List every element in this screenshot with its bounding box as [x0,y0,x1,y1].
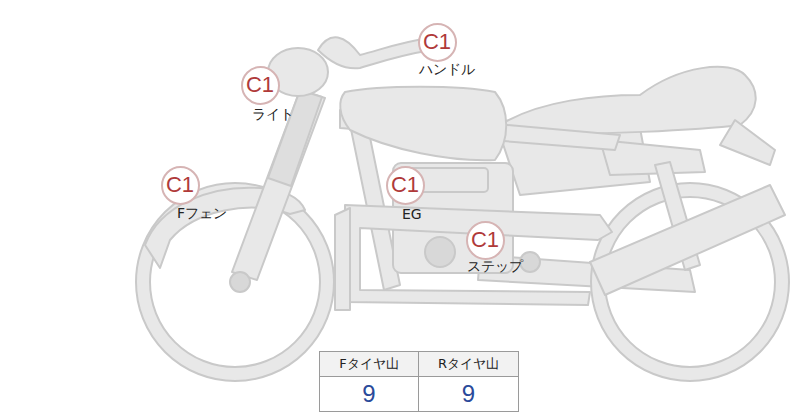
front-tire-edge [136,183,334,381]
callout-code: C1 [246,74,274,96]
part-name: Fフェン [177,206,227,221]
table-value-cell: 9 [419,377,518,411]
part-name: EG [402,207,422,222]
table-header-cell: Fタイヤ山 [320,352,418,376]
tail [720,120,775,165]
part-name: ライト [252,107,294,122]
muffler [590,185,785,295]
callout-circle: C1ライト [241,66,280,105]
table-header-cell: Rタイヤ山 [419,352,518,376]
callout-circle: C1ステップ [466,221,505,260]
callout-circle: C1Fフェン [161,166,200,205]
table-value-cell: 9 [320,377,418,411]
front-hub [230,272,250,292]
callout-code: C1 [391,174,419,196]
fork-tube [268,90,322,186]
callout-code: C1 [423,31,451,53]
exhaust-header [335,208,350,310]
seat [500,67,756,135]
callout-code: C1 [471,229,499,251]
table-divider [418,352,419,412]
callout-circle: C1ハンドル [418,23,457,62]
rear-tire-edge [591,183,789,381]
callout-circle: C1EG [386,166,425,205]
handlebar [318,37,432,68]
step-peg [520,252,540,272]
fuel-tank [340,87,506,160]
part-name: ハンドル [419,62,475,77]
callout-code: C1 [166,174,194,196]
part-name: ステップ [467,259,523,274]
exhaust-pipes [345,205,612,305]
front-fork [232,90,325,280]
engine-cover [425,237,455,267]
